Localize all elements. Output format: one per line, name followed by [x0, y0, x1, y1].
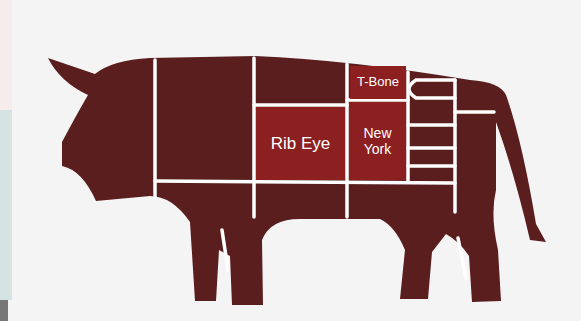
cut-region: Rib Eye: [256, 107, 345, 180]
cut-lines: [155, 58, 494, 278]
edge-strip: [0, 300, 8, 321]
cut-label: New York: [349, 125, 406, 157]
edge-strip: [0, 110, 12, 300]
cut-text-group: T-Bone: [357, 75, 399, 90]
cow-silhouette: [48, 56, 546, 305]
cut-text-group: Rib Eye: [271, 134, 331, 154]
cut-label: Rib Eye: [271, 134, 331, 154]
cut-label: T-Bone: [357, 75, 399, 90]
cut-region: New York: [349, 102, 406, 180]
edge-strip: [0, 0, 12, 110]
cut-region: T-Bone: [350, 66, 406, 99]
cut-text-group: New York: [349, 125, 406, 157]
